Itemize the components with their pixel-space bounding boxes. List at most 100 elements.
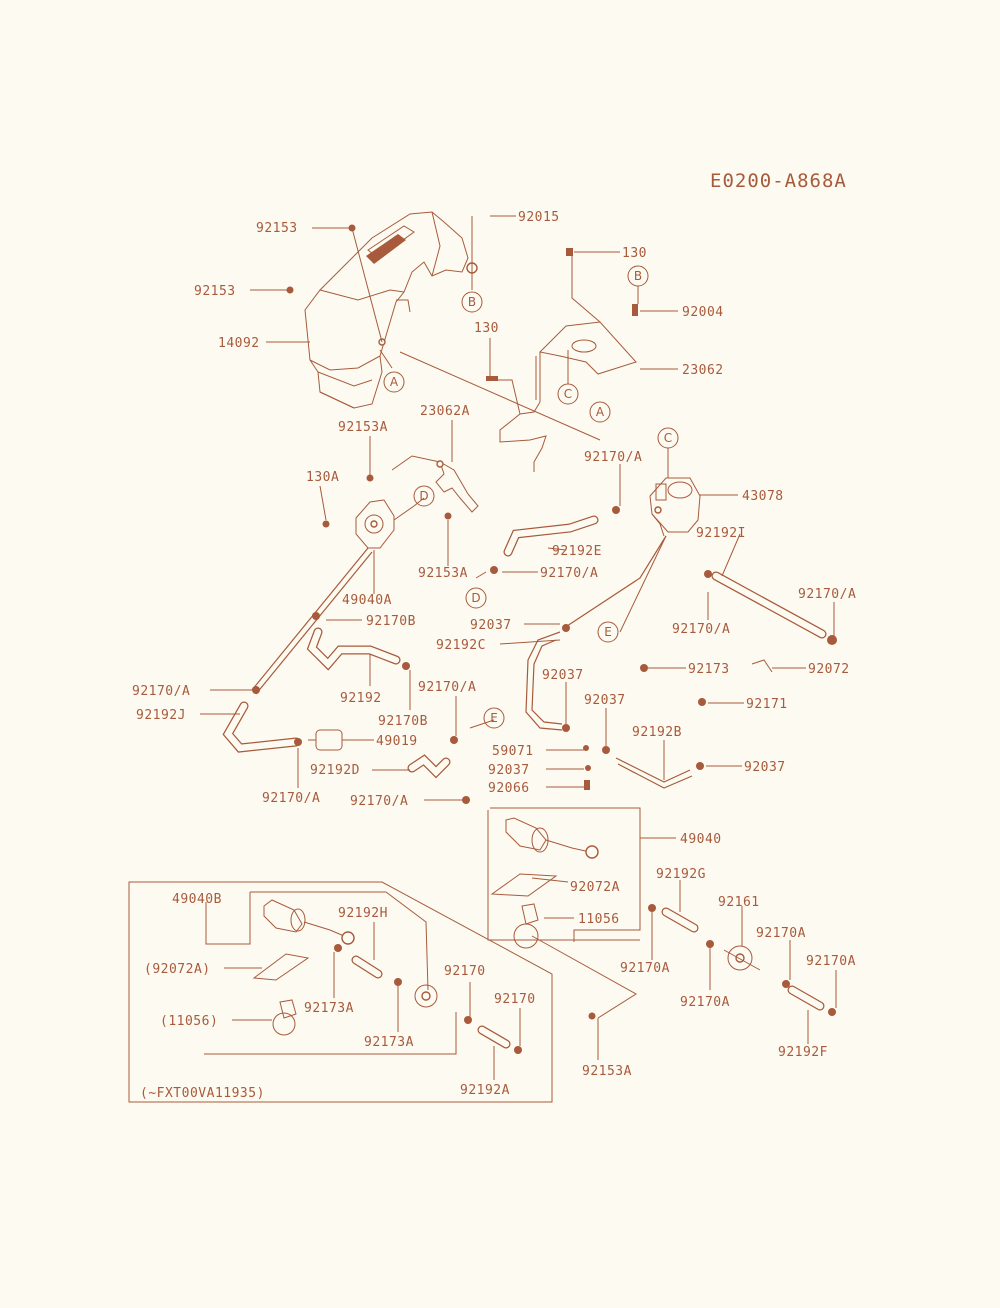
ref-d-2: D (465, 587, 487, 609)
label-92192J[interactable]: 92192J (136, 708, 186, 723)
hose-92192B[interactable] (615, 757, 693, 789)
label-92173A-2[interactable]: 92173A (364, 1035, 414, 1050)
inset-panel (128, 881, 553, 1103)
label-92037-3[interactable]: 92037 (584, 693, 626, 708)
label-92192E[interactable]: 92192E (552, 544, 602, 559)
svg-text:B: B (634, 269, 642, 283)
label-23062A[interactable]: 23062A (420, 404, 470, 419)
tape-92072A[interactable] (490, 873, 558, 897)
label-92192[interactable]: 92192 (340, 691, 382, 706)
fuel-valve-43078[interactable] (649, 477, 701, 537)
clamps (252, 224, 837, 1054)
label-92170A-7[interactable]: 92170/A (262, 791, 320, 806)
label-92170A-9[interactable]: 92170A (756, 926, 806, 941)
label-92004[interactable]: 92004 (682, 305, 724, 320)
label-92153A-3[interactable]: 92153A (582, 1064, 632, 1079)
bracket-23062A[interactable] (391, 455, 479, 513)
filter-49040[interactable] (505, 817, 599, 859)
label-92072A-paren[interactable]: (92072A) (144, 962, 211, 977)
hose-92192G[interactable] (661, 907, 699, 933)
ref-b-mid: B (627, 265, 649, 287)
hose-92192A[interactable] (477, 1025, 511, 1049)
label-92171[interactable]: 92171 (746, 697, 788, 712)
label-92037-5[interactable]: 92037 (744, 760, 786, 775)
cock-inset[interactable] (414, 984, 438, 1008)
hose-92192C[interactable] (525, 631, 563, 731)
label-92153-top[interactable]: 92153 (256, 221, 298, 236)
label-92072A[interactable]: 92072A (570, 880, 620, 895)
label-92170A-4[interactable]: 92170/A (672, 622, 730, 637)
label-92170A-12[interactable]: 92170A (680, 995, 730, 1010)
label-92170A-3[interactable]: 92170/A (798, 587, 856, 602)
hose-92192[interactable] (306, 627, 401, 671)
label-14092[interactable]: 14092 (218, 336, 260, 351)
label-92170A-8[interactable]: 92170/A (350, 794, 408, 809)
label-92170A-10[interactable]: 92170A (806, 954, 856, 969)
label-92037-2[interactable]: 92037 (542, 668, 584, 683)
svg-text:E: E (490, 711, 498, 725)
svg-text:D: D (471, 591, 480, 605)
hose-92192E[interactable] (503, 515, 599, 557)
label-92192I[interactable]: 92192I (696, 526, 746, 541)
hose-92192D[interactable] (407, 754, 451, 779)
label-92170A-5[interactable]: 92170/A (418, 680, 476, 695)
label-92066[interactable]: 92066 (488, 781, 530, 796)
bracket-23062[interactable] (499, 321, 637, 472)
hose-92192H[interactable] (351, 955, 383, 979)
filter-49040A[interactable] (355, 499, 395, 549)
label-130-mid[interactable]: 130 (474, 321, 499, 336)
fuel-tank[interactable] (304, 211, 469, 409)
label-92192D[interactable]: 92192D (310, 763, 360, 778)
label-92170-1[interactable]: 92170 (444, 964, 486, 979)
cock-92161[interactable] (723, 945, 761, 971)
label-92192G[interactable]: 92192G (656, 867, 706, 882)
svg-text:A: A (390, 375, 399, 389)
ref-a-1: A (383, 371, 405, 393)
label-92153A-2[interactable]: 92153A (418, 566, 468, 581)
label-92015[interactable]: 92015 (518, 210, 560, 225)
fuel-line-main (251, 547, 369, 691)
label-92192B[interactable]: 92192B (632, 725, 682, 740)
label-11056[interactable]: 11056 (578, 912, 620, 927)
tape-92072A-inset[interactable] (252, 953, 310, 981)
label-92153A-1[interactable]: 92153A (338, 420, 388, 435)
label-92037-4[interactable]: 92037 (488, 763, 530, 778)
label-49040A[interactable]: 49040A (342, 593, 392, 608)
label-92192H[interactable]: 92192H (338, 906, 388, 921)
serial-note: (~FXT00VA11935) (140, 1086, 265, 1101)
label-130A[interactable]: 130A (306, 470, 339, 485)
label-92192F[interactable]: 92192F (778, 1045, 828, 1060)
label-92170A-1[interactable]: 92170/A (584, 450, 642, 465)
label-92170-2[interactable]: 92170 (494, 992, 536, 1007)
label-92170A-11[interactable]: 92170A (620, 961, 670, 976)
label-92170B-1[interactable]: 92170B (366, 614, 416, 629)
label-92161[interactable]: 92161 (718, 895, 760, 910)
ref-e-2: E (483, 707, 505, 729)
label-49040[interactable]: 49040 (680, 832, 722, 847)
label-92170A-2[interactable]: 92170/A (540, 566, 598, 581)
hose-92192I[interactable] (711, 571, 827, 639)
label-59071[interactable]: 59071 (492, 744, 534, 759)
label-92192C[interactable]: 92192C (436, 638, 486, 653)
label-92173[interactable]: 92173 (688, 662, 730, 677)
label-92037-1[interactable]: 92037 (470, 618, 512, 633)
label-92170A-6[interactable]: 92170/A (132, 684, 190, 699)
hose-92192F[interactable] (787, 985, 825, 1011)
label-23062[interactable]: 23062 (682, 363, 724, 378)
label-92173A-1[interactable]: 92173A (304, 1001, 354, 1016)
label-49040B[interactable]: 49040B (172, 892, 222, 907)
label-92153-left[interactable]: 92153 (194, 284, 236, 299)
label-92170B-2[interactable]: 92170B (378, 714, 428, 729)
label-11056-paren[interactable]: (11056) (160, 1014, 218, 1029)
label-130-top[interactable]: 130 (622, 246, 647, 261)
label-49019[interactable]: 49019 (376, 734, 418, 749)
clamp-11056[interactable] (513, 903, 539, 949)
label-92192A[interactable]: 92192A (460, 1083, 510, 1098)
hose-92192J[interactable] (222, 701, 301, 753)
clamp-11056-inset[interactable] (272, 999, 297, 1036)
filter-49040B[interactable] (263, 899, 355, 945)
label-92072[interactable]: 92072 (808, 662, 850, 677)
label-43078[interactable]: 43078 (742, 489, 784, 504)
svg-text:C: C (564, 387, 572, 401)
